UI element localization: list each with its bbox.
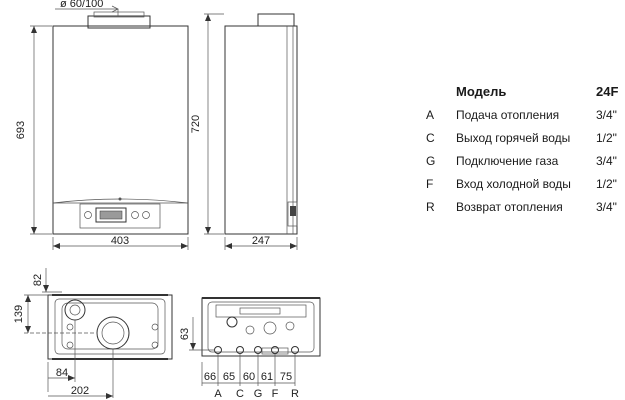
row-name: Вход холодной воды bbox=[456, 177, 571, 191]
front-view bbox=[30, 5, 189, 250]
pipe-spacing-2: 65 bbox=[223, 371, 235, 383]
pipe-letter-f: F bbox=[272, 388, 279, 400]
table-row: G Подключение газа 3/4" bbox=[418, 151, 618, 174]
row-name: Возврат отопления bbox=[456, 200, 563, 214]
row-size: 3/4" bbox=[596, 108, 617, 122]
pipe-letter-g: G bbox=[254, 388, 263, 400]
side-width-label: 247 bbox=[252, 235, 270, 247]
pipe-spacing-1: 66 bbox=[204, 371, 216, 383]
row-name: Подключение газа bbox=[456, 154, 559, 168]
table-row: R Возврат отопления 3/4" bbox=[418, 197, 618, 220]
pipe-spacing-4: 61 bbox=[261, 371, 273, 383]
row-name: Подача отопления bbox=[456, 108, 560, 122]
bottom-left-offset-label: 84 bbox=[56, 367, 68, 379]
pipe-spacing-5: 75 bbox=[280, 371, 292, 383]
row-size: 1/2" bbox=[596, 131, 617, 145]
row-size: 3/4" bbox=[596, 154, 617, 168]
table-row: F Вход холодной воды 1/2" bbox=[418, 174, 618, 197]
row-code: R bbox=[426, 200, 435, 214]
top-plan-view bbox=[24, 268, 173, 399]
row-size: 1/2" bbox=[596, 177, 617, 191]
pipe-letter-a: A bbox=[214, 388, 222, 400]
flue-diameter-label: ø 60/100 bbox=[60, 0, 103, 10]
connections-table: Модель 24F A Подача отопления 3/4" C Вых… bbox=[418, 82, 618, 220]
front-width-label: 403 bbox=[111, 235, 129, 247]
front-height-label: 693 bbox=[15, 121, 27, 139]
bottom-width-label: 202 bbox=[71, 385, 89, 397]
table-header: Модель 24F bbox=[418, 82, 618, 105]
side-height-label: 720 bbox=[190, 115, 202, 133]
row-code: A bbox=[426, 108, 435, 122]
side-view bbox=[204, 13, 298, 250]
row-code: F bbox=[426, 177, 434, 191]
boiler-side-body bbox=[224, 25, 298, 235]
header-model: 24F bbox=[596, 84, 619, 99]
header-label: Модель bbox=[456, 84, 507, 99]
control-panel bbox=[79, 203, 161, 229]
boiler-front-body bbox=[52, 25, 189, 235]
row-size: 3/4" bbox=[596, 200, 617, 214]
bottom-top-offset-label: 82 bbox=[32, 274, 44, 286]
row-name: Выход горячей воды bbox=[456, 131, 571, 145]
pipe-spacing-3: 60 bbox=[243, 371, 255, 383]
pipe-letter-c: C bbox=[236, 388, 244, 400]
table-row: C Выход горячей воды 1/2" bbox=[418, 128, 618, 151]
row-code: C bbox=[426, 131, 435, 145]
pipe-height-label: 63 bbox=[179, 328, 191, 340]
pipe-letter-r: R bbox=[291, 388, 299, 400]
row-code: G bbox=[426, 154, 436, 168]
bottom-connections-view bbox=[189, 297, 321, 386]
table-row: A Подача отопления 3/4" bbox=[418, 105, 618, 128]
bottom-depth-label: 139 bbox=[13, 305, 25, 323]
